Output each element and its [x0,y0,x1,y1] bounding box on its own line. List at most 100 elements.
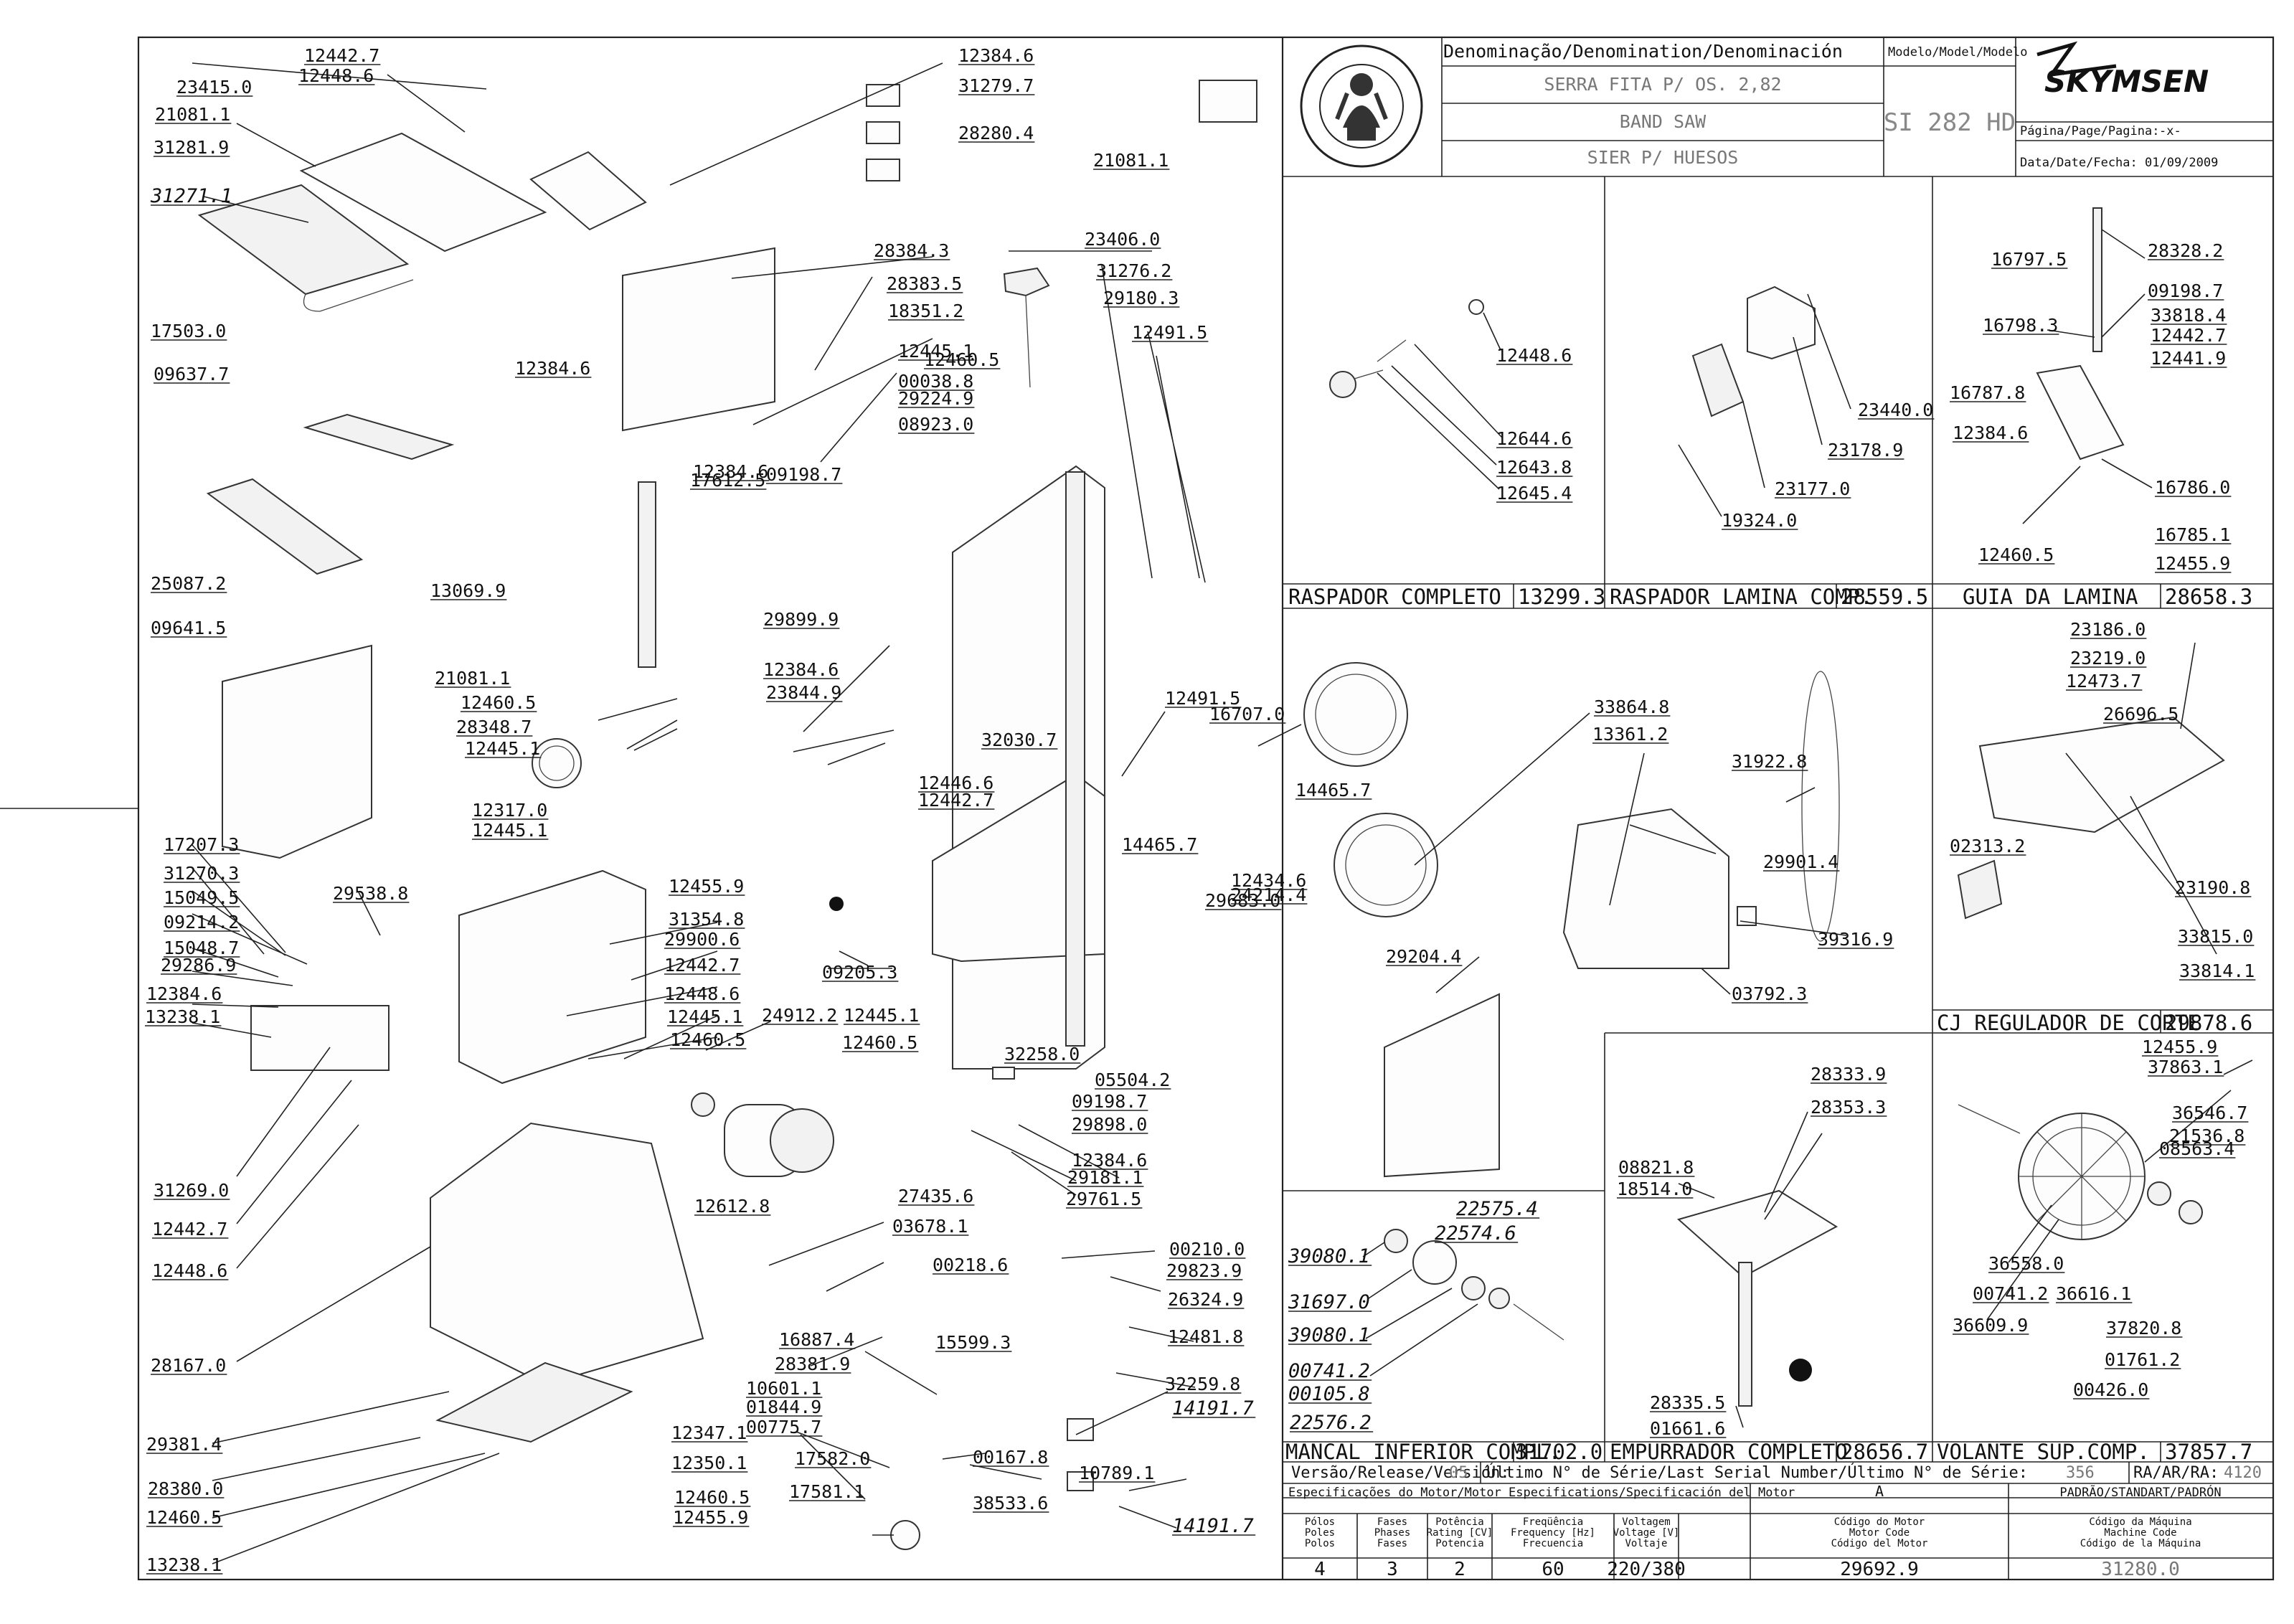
main-label-112: 32259.8 [1165,1374,1240,1394]
volante-label-8: 36609.9 [1953,1315,2028,1336]
main-label-65: 12446.6 [918,773,993,793]
main-label-111: 12455.9 [673,1507,748,1528]
main-label-105: 00775.7 [746,1417,821,1437]
main-label-103: 10601.1 [746,1378,821,1399]
regulador-label-1: 23219.0 [2070,648,2146,669]
volante-label-9: 37820.8 [2106,1318,2181,1339]
spec-value-1: 3 [1387,1559,1398,1580]
main-label-60: 28167.0 [151,1355,226,1376]
main-label-7: 31279.7 [958,75,1034,96]
regulador-drawing [1957,642,2225,955]
raspador-label-2: 12643.8 [1496,457,1572,478]
main-label-36: 12460.5 [461,692,536,713]
main-label-41: 17207.3 [164,834,239,855]
main-label-113: 14191.7 [1172,1397,1254,1420]
main-label-10: 28384.3 [874,240,949,261]
leader-lines [192,62,1847,1564]
main-label-8: 28280.4 [958,123,1034,143]
empurrador-label-3: 18514.0 [1617,1179,1692,1199]
main-label-15: 09641.5 [151,618,226,638]
main-label-91: 29761.5 [1066,1189,1141,1209]
empurrador-code: 28656.7 [1841,1440,1928,1464]
main-label-73: 12434.6 [1231,870,1306,891]
svg-text:SKYMSEN: SKYMSEN [2044,64,2209,99]
guia-label-0: 16797.5 [1991,249,2067,270]
volante-label-1: 37863.1 [2148,1057,2223,1077]
volante-label-0: 12455.9 [2142,1037,2217,1057]
main-label-100: 16887.4 [779,1329,854,1350]
empurrador-label-1: 28353.3 [1811,1097,1886,1118]
main-label-1: 12448.6 [298,65,374,86]
guia-label-7: 16787.8 [1950,382,2025,403]
main-label-88: 29898.0 [1072,1114,1147,1135]
main-label-71: 14465.7 [1122,834,1197,855]
spec-header-1-line-1: Phases [1374,1527,1411,1539]
main-label-18: 18351.2 [888,301,963,321]
guia-label-9: 16786.0 [2155,477,2230,498]
spec-header-5-line-1: Motor Code [1849,1527,1910,1539]
main-label-68: 12491.5 [1165,688,1240,709]
spec-col-a: A [1875,1483,1884,1500]
main-label-50: 12455.9 [669,876,744,897]
guia-label-1: 28328.2 [2148,240,2223,261]
main-label-109: 12350.1 [671,1453,747,1473]
main-label-47: 12384.6 [146,983,222,1004]
main-label-58: 12442.7 [152,1219,227,1240]
regulador-title: CJ REGULADOR DE CORTE [1937,1011,2200,1035]
main-label-85: 32258.0 [1004,1044,1080,1064]
main-label-39: 12317.0 [472,800,547,821]
spec-header-4-line-2: Voltaje [1625,1538,1667,1549]
name-en: BAND SAW [1620,111,1707,132]
raspador_lamina-label-0: 23440.0 [1858,400,1933,420]
spec-header-6-line-2: Código de la Máquina [2080,1538,2201,1549]
spec-header-3-line-0: Freqüência [1523,1516,1583,1528]
main-label-117: 14191.7 [1172,1515,1254,1537]
main-label-81: 29204.4 [1386,946,1461,967]
main-label-94: 03678.1 [892,1216,968,1237]
main-drawing-parts [197,80,1840,1550]
main-label-3: 21081.1 [155,104,230,125]
regulador-code: 29878.6 [2165,1011,2252,1035]
version-caption: Versão/Release/Versión: [1291,1464,1510,1482]
main-label-49: 29538.8 [333,883,408,904]
main-label-98: 26324.9 [1168,1289,1243,1310]
main-label-104: 01844.9 [746,1397,821,1417]
main-label-101: 28381.9 [775,1354,850,1374]
spec-value-3: 60 [1542,1559,1564,1580]
main-label-80: 03792.3 [1732,983,1807,1004]
spec-header-5-line-0: Código do Motor [1834,1516,1925,1528]
main-label-53: 12442.7 [664,955,740,976]
mancal-drawing [1362,1229,1564,1377]
main-label-56: 12460.5 [670,1029,745,1050]
main-label-45: 15048.7 [164,938,239,958]
main-label-75: 33864.8 [1594,697,1669,717]
mancal-title: MANCAL INFERIOR COMPL. [1285,1440,1561,1464]
main-label-6: 12384.6 [958,45,1034,66]
date-value: 01/09/2009 [2145,156,2218,170]
mancal-label-0: 22575.4 [1456,1198,1538,1220]
main-label-70: 14465.7 [1295,780,1371,801]
main-label-19: 12445.1 [898,341,973,362]
spec-header-4-line-0: Voltagem [1622,1516,1670,1528]
main-label-72: 29683.0 [1205,890,1280,911]
mancal-label-4: 39080.1 [1288,1324,1370,1346]
spec-caption: Especificações do Motor/Motor Especifica… [1288,1486,1795,1500]
volante-label-5: 36558.0 [1988,1253,2064,1274]
spec-col-standard: PADRÃO/STANDART/PADRÓN [2059,1484,2221,1500]
volante-label-7: 36616.1 [2056,1283,2131,1304]
main-label-17: 28383.5 [887,273,962,294]
raspador-code: 13299.3 [1518,585,1605,609]
spec-header-2-line-1: Rating [CV] [1427,1527,1493,1539]
spec-header-6-line-1: Machine Code [2104,1527,2176,1539]
main-label-31: 09198.7 [766,464,841,485]
ra-value: 4120 [2224,1464,2262,1482]
spec-header-1-line-2: Fases [1377,1538,1407,1549]
main-label-54: 12448.6 [664,983,740,1004]
guia-label-8: 12384.6 [1953,422,2028,443]
mancal-code: 31702.0 [1515,1440,1603,1464]
main-label-29: 29180.3 [1103,288,1179,308]
raspador-lamina-drawing [1678,285,1851,517]
main-label-42: 31270.3 [164,863,239,884]
spec-header-6-line-0: Código da Máquina [2089,1516,2191,1528]
skymsen-logo: SKYMSEN [2036,41,2209,99]
